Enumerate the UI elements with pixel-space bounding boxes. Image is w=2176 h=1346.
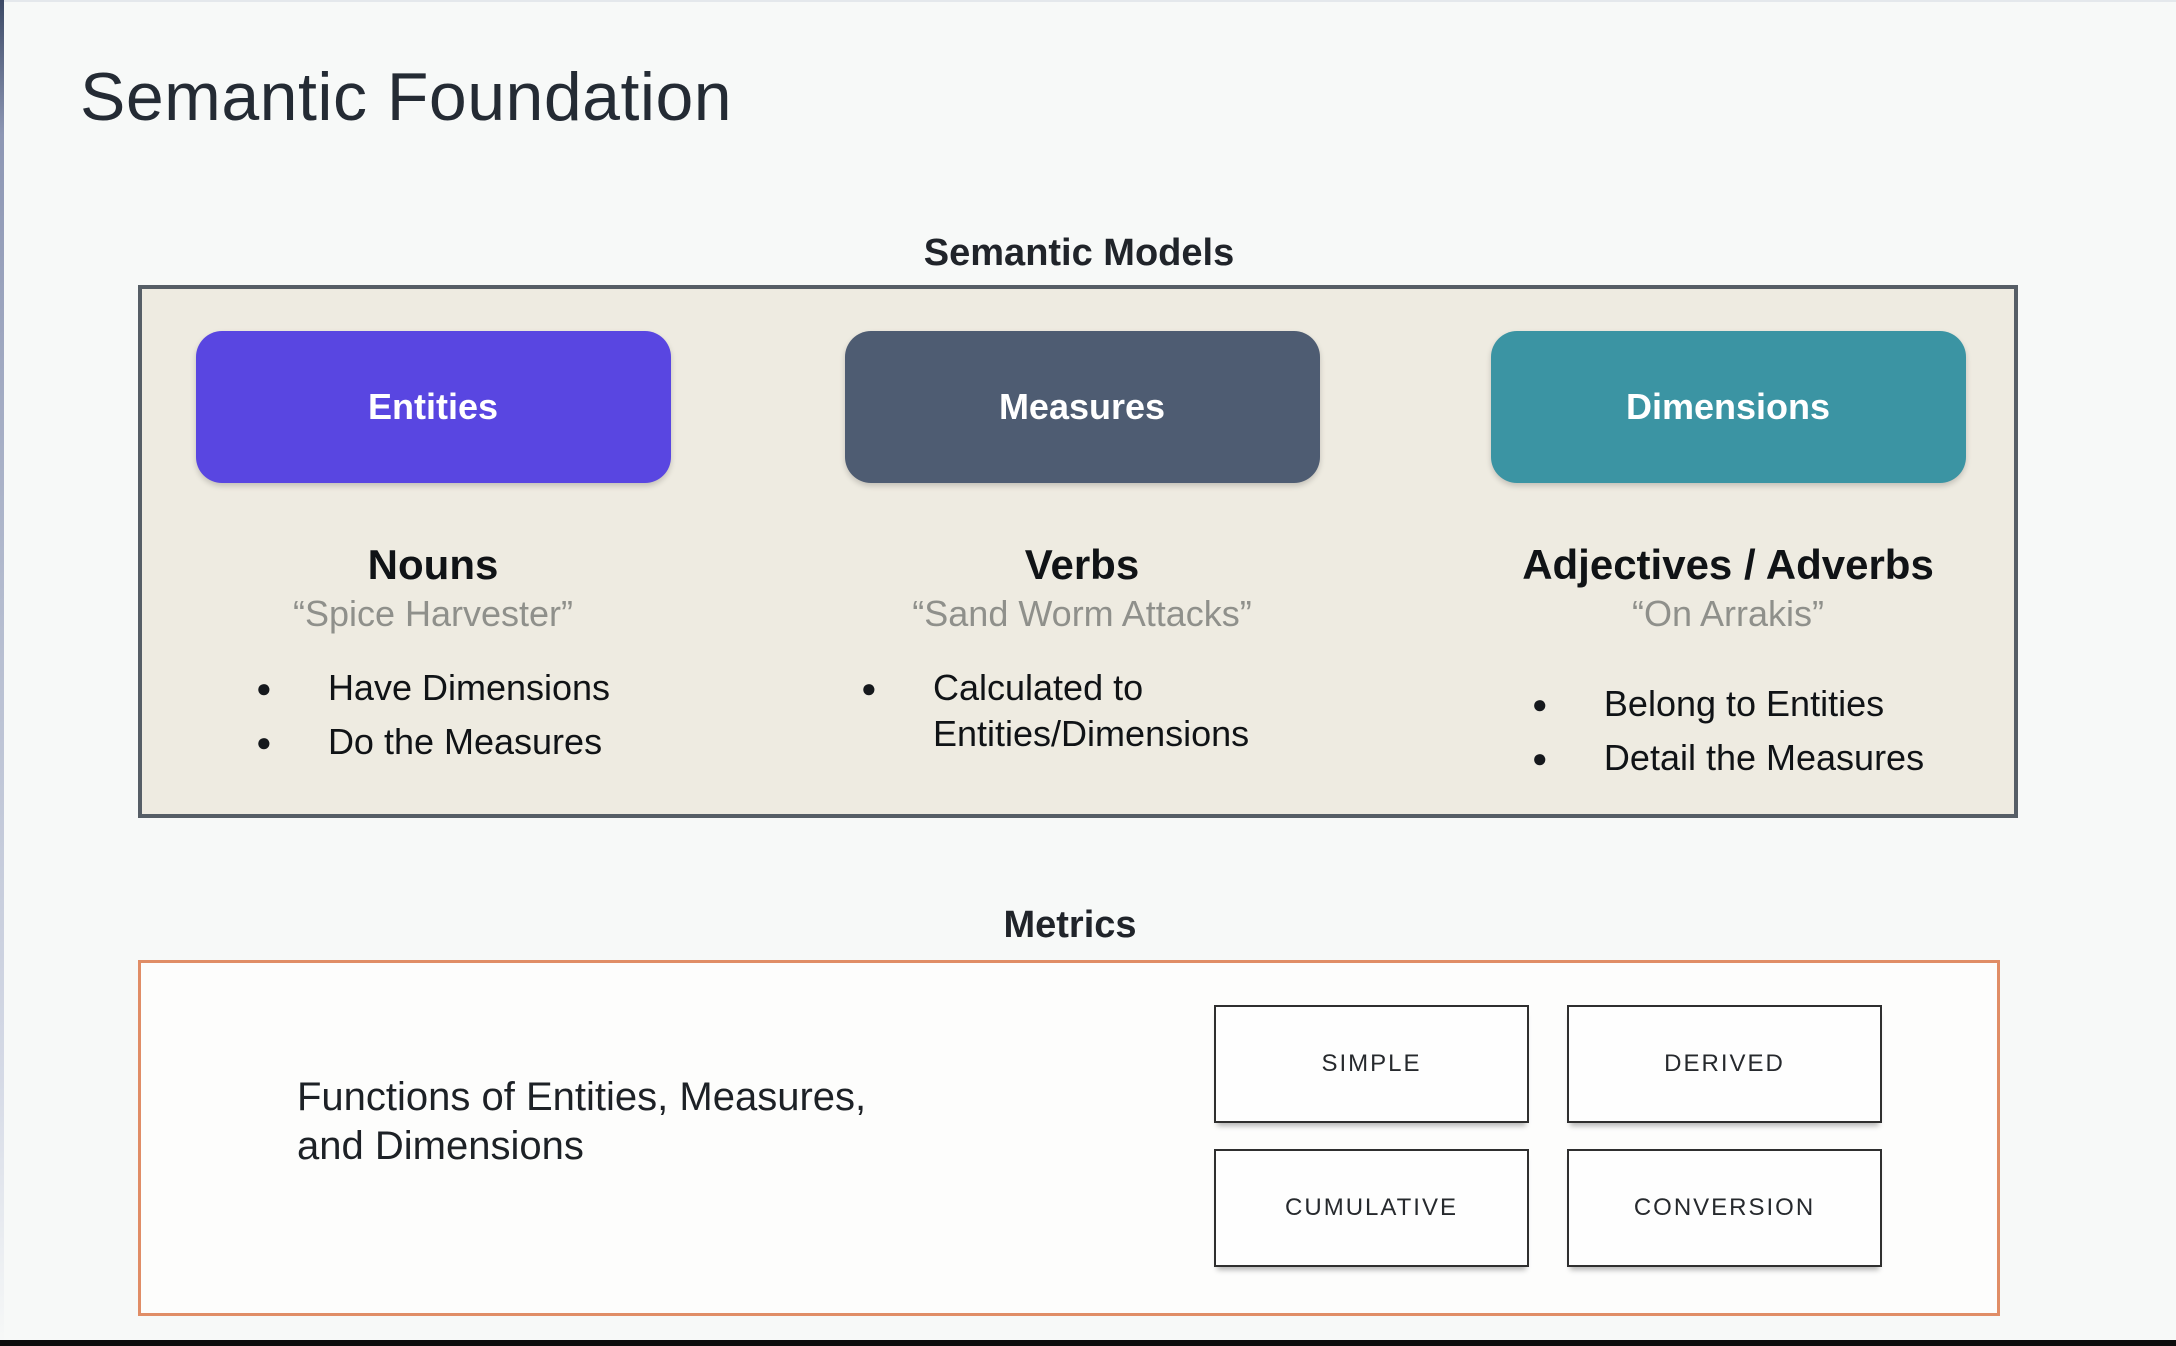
metric-box-derived: DERIVED (1567, 1005, 1882, 1123)
metric-label: CONVERSION (1633, 1194, 1816, 1221)
metric-label: SIMPLE (1321, 1050, 1422, 1077)
semantic-models-panel: Entities Nouns “Spice Harvester” ● Have … (138, 285, 2018, 818)
bullet-icon: ● (1531, 689, 1548, 720)
list-item: ● Do the Measures (256, 719, 610, 765)
dimensions-column: Dimensions Adjectives / Adverbs “On Arra… (1448, 331, 2008, 789)
frame-left-edge (0, 0, 4, 1346)
entities-column: Entities Nouns “Spice Harvester” ● Have … (153, 331, 713, 773)
frame-top-edge (0, 0, 2176, 2)
bullet-label: Have Dimensions (327, 667, 611, 709)
measures-pill: Measures (844, 331, 1320, 483)
metrics-grid: SIMPLE DERIVED CUMULATIVE CONVERSION (1214, 1005, 1882, 1267)
metrics-panel: Functions of Entities, Measures, and Dim… (138, 960, 2000, 1316)
dimensions-quote: “On Arrakis” (1631, 593, 1825, 635)
list-item: ● Detail the Measures (1532, 735, 1924, 781)
bullet-icon: ● (255, 727, 272, 758)
bullet-label: Calculated to Entities/Dimensions (933, 667, 1250, 755)
measures-heading: Verbs (1024, 541, 1140, 588)
semantic-models-heading: Semantic Models (923, 232, 1235, 274)
metrics-description: Functions of Entities, Measures, and Dim… (297, 1075, 867, 1168)
list-item: ● Calculated to Entities/Dimensions (861, 665, 1303, 757)
measures-column: Measures Verbs “Sand Worm Attacks” ● Cal… (802, 331, 1362, 765)
frame-bottom-edge (0, 1340, 2176, 1346)
page-title: Semantic Foundation (80, 59, 733, 135)
entities-bullet-list: ● Have Dimensions ● Do the Measures (256, 665, 610, 765)
dimensions-bullet-list: ● Belong to Entities ● Detail the Measur… (1532, 681, 1924, 781)
measures-bullet-list: ● Calculated to Entities/Dimensions (861, 665, 1303, 757)
metric-label: DERIVED (1664, 1050, 1785, 1077)
metric-box-cumulative: CUMULATIVE (1214, 1149, 1529, 1267)
bullet-icon: ● (255, 673, 272, 704)
entities-pill: Entities (195, 331, 671, 483)
list-item: ● Have Dimensions (256, 665, 610, 711)
bullet-label: Belong to Entities (1603, 683, 1885, 725)
dimensions-pill: Dimensions (1490, 331, 1966, 483)
list-item: ● Belong to Entities (1532, 681, 1924, 727)
dimensions-heading: Adjectives / Adverbs (1522, 541, 1934, 588)
bullet-icon: ● (861, 673, 877, 704)
metrics-heading: Metrics (1003, 904, 1137, 946)
bullet-label: Detail the Measures (1603, 737, 1925, 779)
metric-label: CUMULATIVE (1285, 1194, 1458, 1221)
bullet-icon: ● (1531, 743, 1548, 774)
measures-quote: “Sand Worm Attacks” (912, 593, 1252, 635)
entities-heading: Nouns (367, 541, 499, 588)
bullet-label: Do the Measures (327, 721, 603, 763)
metric-box-simple: SIMPLE (1214, 1005, 1529, 1123)
metric-box-conversion: CONVERSION (1567, 1149, 1882, 1267)
entities-quote: “Spice Harvester” (292, 593, 574, 635)
